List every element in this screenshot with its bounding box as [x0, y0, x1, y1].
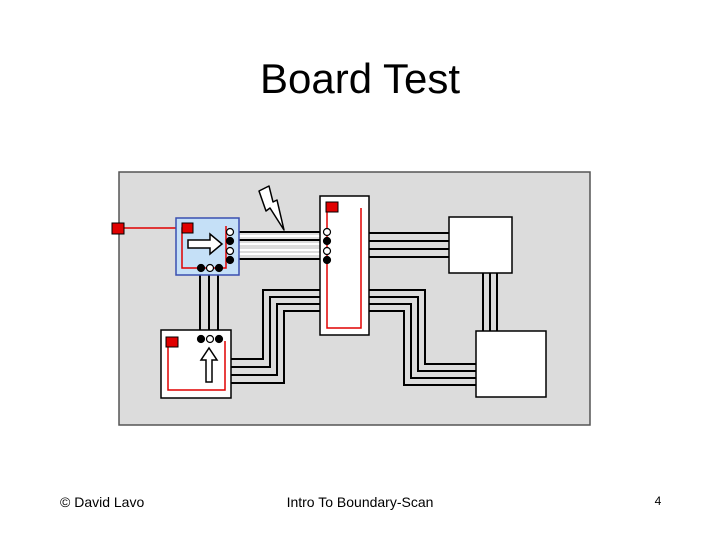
trace-bus-chip1-chip2 [233, 231, 328, 260]
trace-bus-chip2-chip3 [369, 232, 449, 258]
boundary-cells-chip1-right [225, 227, 235, 265]
boundary-cells-chip5 [196, 334, 224, 344]
tap-pad-chip1 [181, 222, 194, 234]
lightning-bolt-icon [258, 185, 285, 231]
trace-bus-chip3-chip4 [482, 273, 498, 331]
up-arrow-icon [199, 346, 219, 383]
tap-pad-chip5 [165, 336, 179, 348]
trace-bus-chip1-chip5 [199, 270, 219, 333]
page-number: 4 [654, 494, 662, 508]
slide-title: Board Test [259, 55, 460, 102]
board-tap-connector [111, 222, 125, 235]
footer-author: © David Lavo [60, 494, 145, 510]
footer-course-title: Intro To Boundary-Scan [286, 494, 434, 510]
chip-4 [475, 330, 547, 398]
boundary-cells-chip1-bottom [196, 263, 224, 273]
boundary-cells-chip2 [322, 227, 332, 265]
right-arrow-icon [187, 232, 224, 256]
chip-3 [448, 216, 513, 274]
tap-pad-chip2 [325, 201, 339, 213]
